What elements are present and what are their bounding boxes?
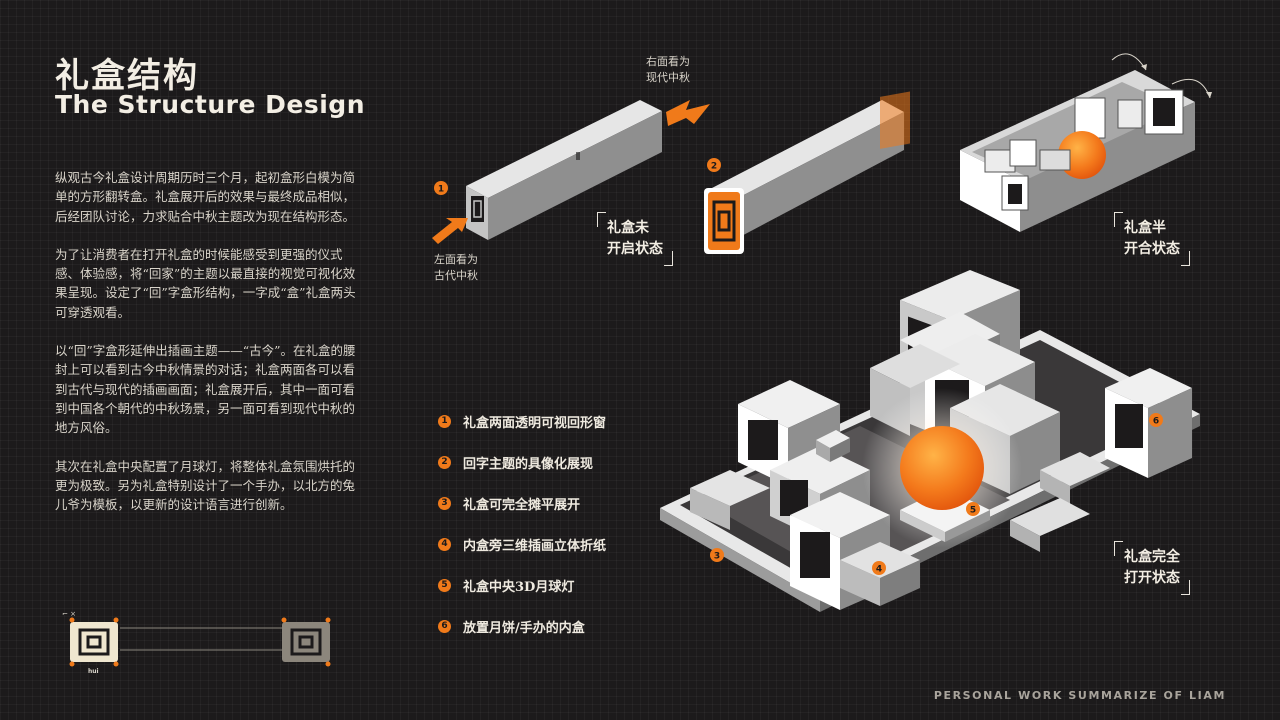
svg-text:4: 4 <box>876 565 882 575</box>
left-view-annotation: 左面看为 古代中秋 <box>434 252 478 284</box>
callout-marker-1: 1 <box>434 181 448 195</box>
feature-text: 内盒旁三维插画立体折纸 <box>463 539 607 554</box>
svg-text:6: 6 <box>1153 417 1159 427</box>
description-paragraph-4: 其次在礼盒中央配置了月球灯，将整体礼盒氛围烘托的更为极致。另为礼盒特别设计了一个… <box>55 458 356 513</box>
page-title-en: The Structure Design <box>55 90 365 119</box>
svg-text:2: 2 <box>711 162 717 172</box>
svg-text:5: 5 <box>970 506 976 516</box>
box-half-open-view <box>960 53 1212 232</box>
feature-text: 回字主题的具像化展现 <box>463 457 594 472</box>
right-view-line-1: 右面看为 <box>646 55 690 68</box>
left-view-arrow <box>432 218 468 244</box>
callout-markers: 1 2 3 4 5 6 <box>434 158 1163 575</box>
moon-lamp <box>862 388 1022 548</box>
feature-number-badge: 2 <box>438 456 451 469</box>
callout-marker-3: 3 <box>710 548 724 562</box>
hui-window-front <box>704 188 744 254</box>
state-label-closed: 礼盒未 开启状态 <box>597 212 673 266</box>
description-paragraph-2: 为了让消费者在打开礼盒的时候能感受到更强的仪式感、体验感，将“回家”的主题以最直… <box>55 246 356 320</box>
state-open-line-1: 礼盒完全 <box>1124 549 1180 565</box>
feature-number-badge: 6 <box>438 620 451 633</box>
svg-text:1: 1 <box>438 185 444 195</box>
description-paragraph-1: 纵观古今礼盒设计周期历时三个月，起初盒形白模为简单的方形翻转盒。礼盒展开后的效果… <box>55 170 356 224</box>
box-fully-open-view <box>660 270 1200 612</box>
callout-marker-2: 2 <box>707 158 721 172</box>
feature-item-5: 5 礼盒中央3D月球灯 <box>438 565 606 606</box>
box-closed-view <box>432 100 710 244</box>
feature-item-2: 2 回字主题的具像化展现 <box>438 442 606 483</box>
state-open-line-2: 打开状态 <box>1124 570 1180 586</box>
feature-number-badge: 1 <box>438 415 451 428</box>
hui-symbol-dark <box>281 617 331 667</box>
description-paragraph-3: 以“回”字盒形延伸出插画主题——“古今”。在礼盒的腰封上可以看到古今中秋情景的对… <box>55 343 356 436</box>
state-half-line-1: 礼盒半 <box>1124 220 1166 236</box>
feature-number-badge: 3 <box>438 497 451 510</box>
left-view-line-1: 左面看为 <box>434 253 478 266</box>
feature-text: 礼盒可完全摊平展开 <box>463 498 581 513</box>
page-title-cn: 礼盒结构 <box>55 56 199 96</box>
left-view-line-2: 古代中秋 <box>434 269 478 282</box>
hui-symbol-label: hui <box>88 668 99 675</box>
feature-item-3: 3 礼盒可完全摊平展开 <box>438 483 606 524</box>
box-hui-window-view <box>704 91 910 254</box>
feature-text: 放置月饼/手办的内盒 <box>463 621 585 636</box>
svg-text:⌐ ×: ⌐ × <box>62 610 76 618</box>
state-label-open: 礼盒完全 打开状态 <box>1114 541 1190 595</box>
right-view-line-2: 现代中秋 <box>646 71 690 84</box>
state-closed-line-2: 开启状态 <box>607 241 663 257</box>
hui-symbol-light: ⌐ × <box>62 610 119 667</box>
state-half-line-2: 开合状态 <box>1124 241 1180 257</box>
feature-item-1: 1 礼盒两面透明可视回形窗 <box>438 401 606 442</box>
svg-text:3: 3 <box>714 552 720 562</box>
state-label-half: 礼盒半 开合状态 <box>1114 212 1190 266</box>
feature-item-6: 6 放置月饼/手办的内盒 <box>438 606 606 647</box>
hui-symbol-diagram: ⌐ × <box>62 610 331 667</box>
feature-text: 礼盒两面透明可视回形窗 <box>463 416 607 431</box>
feature-item-4: 4 内盒旁三维插画立体折纸 <box>438 524 606 565</box>
footer-credit: PERSONAL WORK SUMMARIZE OF LIAM <box>933 689 1226 702</box>
callout-marker-6: 6 <box>1149 413 1163 427</box>
feature-text: 礼盒中央3D月球灯 <box>463 580 575 595</box>
feature-number-badge: 4 <box>438 538 451 551</box>
callout-marker-4: 4 <box>872 561 886 575</box>
right-view-arrow <box>666 100 710 126</box>
description-text: 纵观古今礼盒设计周期历时三个月，起初盒形白模为简单的方形翻转盒。礼盒展开后的效果… <box>55 168 365 533</box>
right-view-annotation: 右面看为 现代中秋 <box>646 54 690 86</box>
feature-number-badge: 5 <box>438 579 451 592</box>
callout-marker-5: 5 <box>966 502 980 516</box>
state-closed-line-1: 礼盒未 <box>607 220 649 236</box>
feature-list: 1 礼盒两面透明可视回形窗 2 回字主题的具像化展现 3 礼盒可完全摊平展开 4… <box>438 401 606 647</box>
